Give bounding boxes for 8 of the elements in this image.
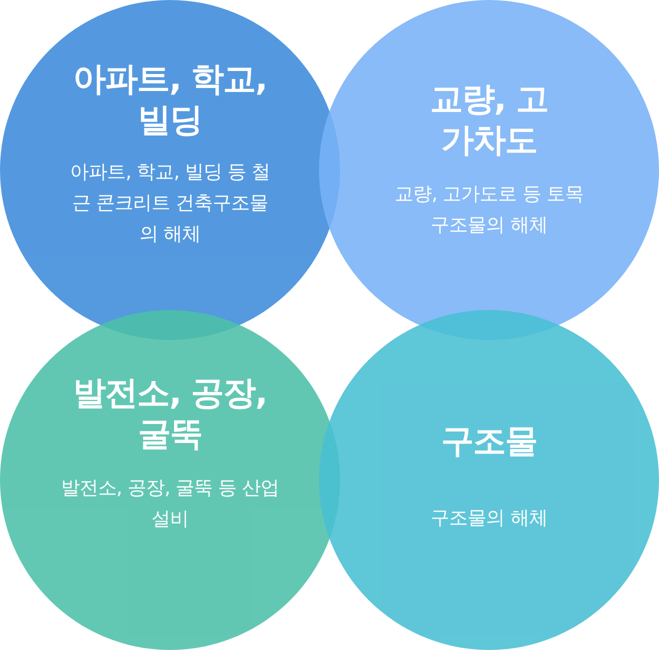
circle-description: 구조물의 해체 xyxy=(430,506,548,532)
circle-heading: 구조물 xyxy=(441,420,537,462)
circle-description: 아파트, 학교, 빌딩 등 철근 콘크리트 건축구조물의 해체 xyxy=(69,160,271,248)
circle-heading: 아파트, 학교, 빌딩 xyxy=(72,58,268,140)
circle-heading: 발전소, 공장, 굴뚝 xyxy=(72,372,268,454)
circle-description: 발전소, 공장, 굴뚝 등 산업설비 xyxy=(60,476,280,532)
circle-description: 교량, 고가도로 등 토목구조물의 해체 xyxy=(394,182,584,238)
circle-heading: 교량, 고가차도 xyxy=(428,78,550,160)
